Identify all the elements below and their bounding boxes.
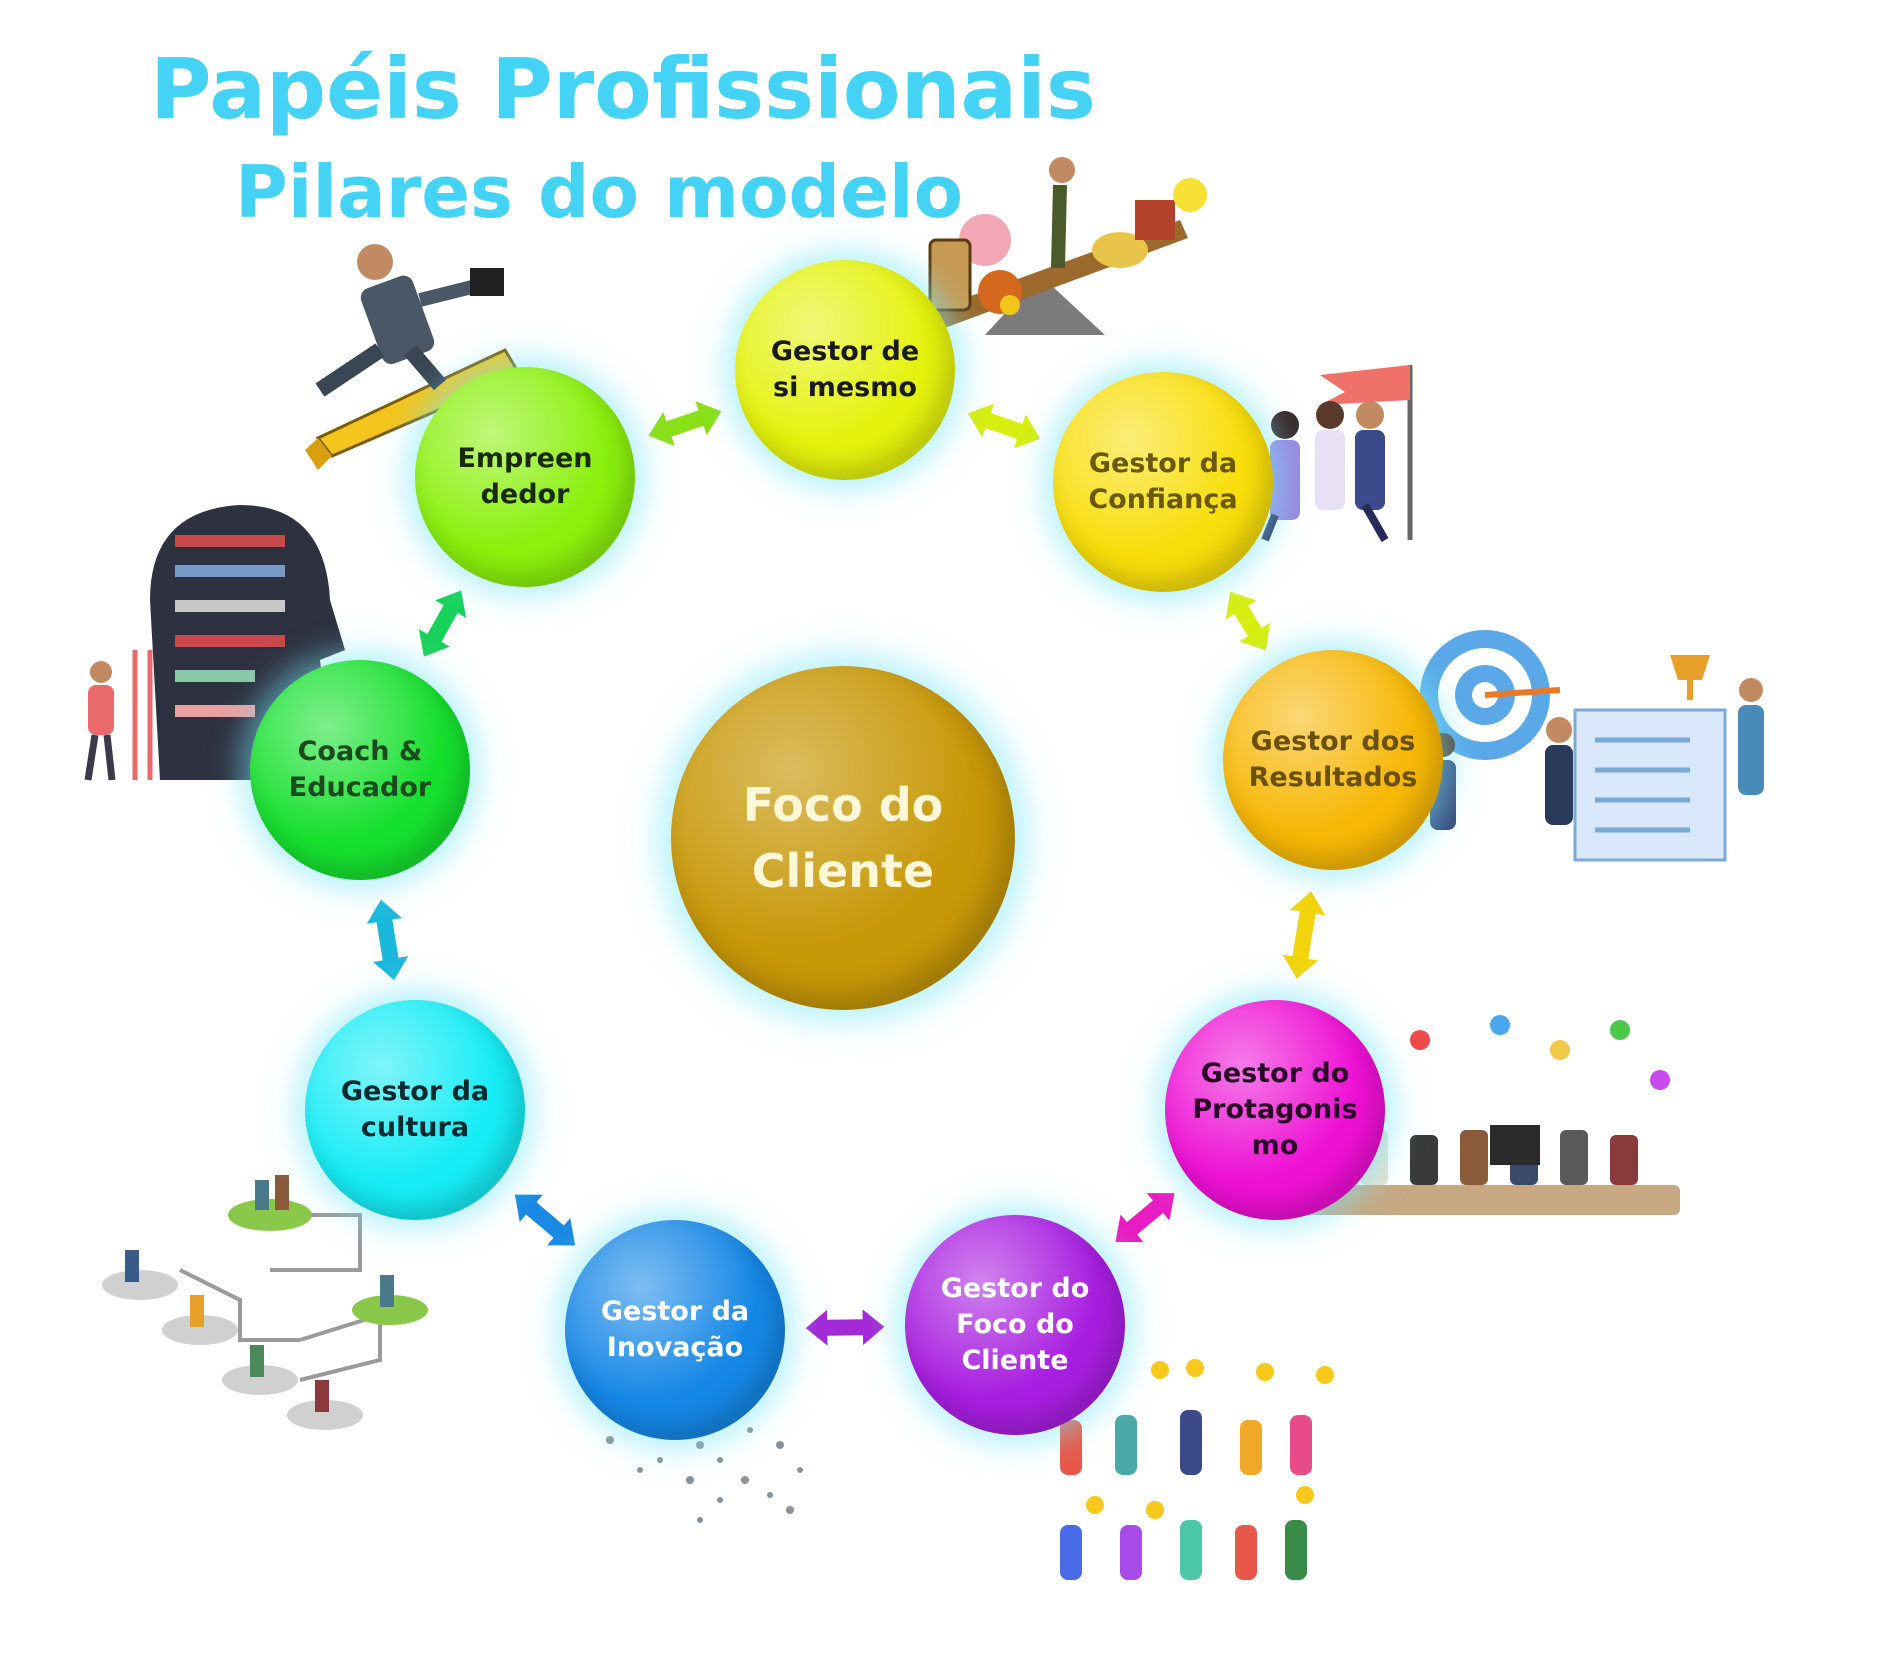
node-label: Gestor da Inovação xyxy=(601,1294,749,1366)
center-node-foco-do-cliente: Foco do Cliente xyxy=(671,666,1015,1010)
node-label: Gestor da cultura xyxy=(341,1074,489,1146)
node-label-line: Gestor da xyxy=(600,1296,750,1327)
double-arrow-9 xyxy=(645,397,725,450)
node-label: Gestor do Foco do Cliente xyxy=(941,1271,1090,1379)
center-label-line-1: Foco do xyxy=(742,778,944,832)
node-label-line: Gestor do xyxy=(940,1273,1090,1304)
double-arrow-3 xyxy=(1278,888,1330,982)
page-title: Papéis Profissionais xyxy=(150,40,1096,138)
node-label-line: Confiança xyxy=(1088,484,1238,515)
star-people-icon xyxy=(1060,1359,1334,1580)
node-label: Empreen dedor xyxy=(457,441,592,513)
node-label-line: Cliente xyxy=(961,1345,1069,1376)
node-label-line: Coach & xyxy=(297,736,423,767)
node-gestor-da-confianca: Gestor da Confiança xyxy=(1053,372,1273,592)
node-label-line: cultura xyxy=(360,1112,470,1143)
node-label-line: dedor xyxy=(480,479,570,510)
node-gestor-de-si-mesmo: Gestor de si mesmo xyxy=(735,260,955,480)
node-label-line: Protagonis xyxy=(1192,1094,1358,1125)
node-gestor-do-protagonismo: Gestor do Protagonis mo xyxy=(1165,1000,1385,1220)
node-label-line: Empreen xyxy=(457,443,593,474)
arrows-layer xyxy=(362,397,1330,1350)
node-label-line: Foco do xyxy=(956,1309,1074,1340)
node-gestor-do-foco-do-cliente: Gestor do Foco do Cliente xyxy=(905,1215,1125,1435)
node-label: Gestor da Confiança xyxy=(1088,446,1237,518)
network-people-icon xyxy=(102,1175,428,1430)
double-arrow-7 xyxy=(362,896,413,984)
node-label-line: Gestor da xyxy=(1088,448,1238,479)
node-label-line: Educador xyxy=(288,772,432,803)
node-label-line: Gestor dos xyxy=(1250,726,1416,757)
center-label-line-2: Cliente xyxy=(751,844,935,898)
center-node-label: Foco do Cliente xyxy=(743,772,944,904)
node-label: Coach & Educador xyxy=(289,734,431,806)
node-label-line: si mesmo xyxy=(773,372,917,403)
node-coach-educador: Coach & Educador xyxy=(250,660,470,880)
double-arrow-4 xyxy=(1113,1190,1177,1245)
node-label-line: Gestor do xyxy=(1200,1058,1350,1089)
node-label-line: Inovação xyxy=(606,1332,744,1363)
target-checklist-icon xyxy=(1420,630,1764,862)
team-flag-icon xyxy=(1261,365,1413,542)
double-arrow-1 xyxy=(964,400,1044,452)
node-label: Gestor de si mesmo xyxy=(771,334,919,406)
node-label-line: Gestor de xyxy=(770,336,920,367)
double-arrow-8 xyxy=(416,587,469,660)
node-label: Gestor do Protagonis mo xyxy=(1192,1056,1357,1164)
double-arrow-6 xyxy=(512,1192,578,1248)
node-empreendedor: Empreen dedor xyxy=(415,367,635,587)
node-label-line: Gestor da xyxy=(340,1076,490,1107)
node-gestor-da-cultura: Gestor da cultura xyxy=(305,1000,525,1220)
page-subtitle: Pilares do modelo xyxy=(235,150,964,234)
double-arrow-2 xyxy=(1223,588,1273,654)
node-label-line: Resultados xyxy=(1248,762,1418,793)
balance-scale-icon xyxy=(905,157,1207,340)
node-gestor-da-inovacao: Gestor da Inovação xyxy=(565,1220,785,1440)
businessman-hurdle-icon xyxy=(305,244,523,470)
double-arrow-5 xyxy=(802,1305,888,1350)
node-label-line: mo xyxy=(1251,1130,1299,1161)
